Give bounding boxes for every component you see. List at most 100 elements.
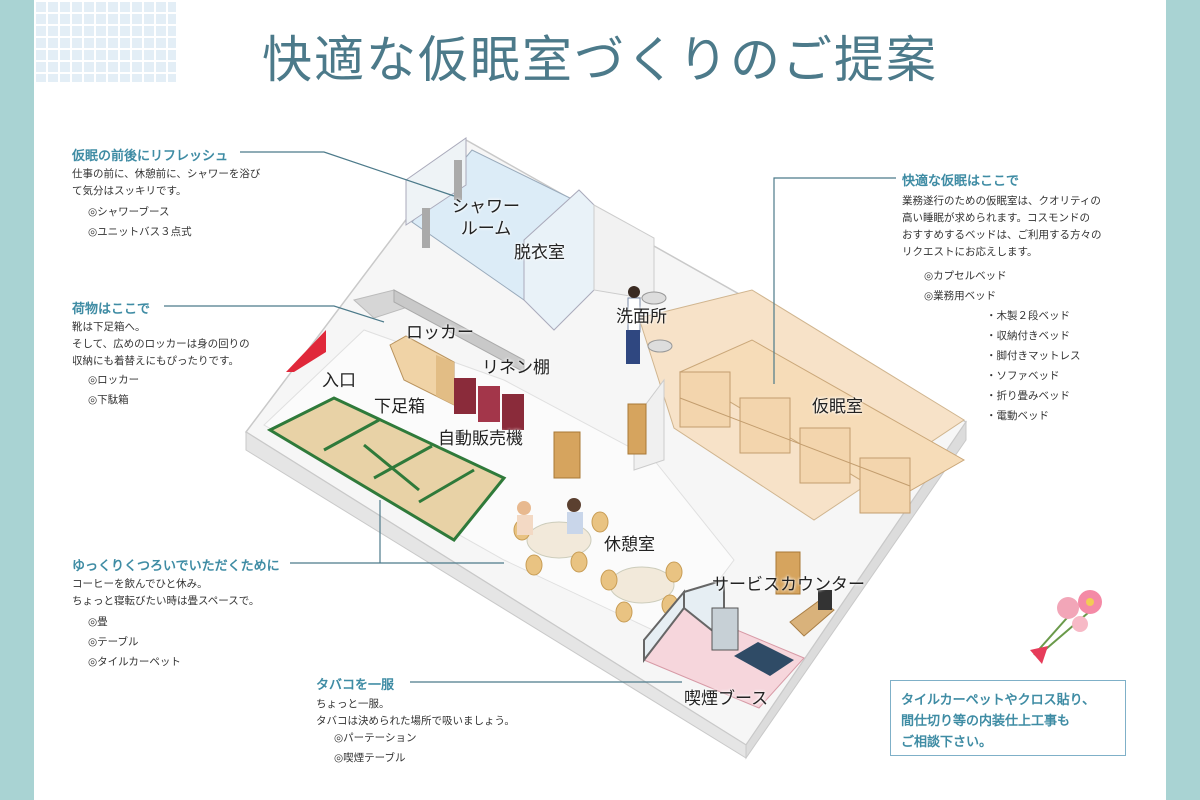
notice-line: 間仕切り等の内装仕上工事も <box>901 714 1071 729</box>
desc-line: 仕事の前に、休憩前に、シャワーを浴び <box>72 168 261 180</box>
callout-lines <box>164 151 896 683</box>
section-luggage-desc: 靴は下足箱へ。 そして、広めのロッカーは身の回りの 収納にも着替えにもぴったりで… <box>72 319 250 370</box>
desc-line: そして、広めのロッカーは身の回りの <box>72 338 250 350</box>
vending-machine <box>502 394 524 430</box>
section-luggage-items: ◎ロッカー ◎下駄箱 <box>88 370 139 410</box>
desc-line: 業務遂行のための仮眠室は、クオリティの <box>902 195 1101 207</box>
notice-box: タイルカーペットやクロス貼り、 間仕切り等の内装仕上工事も ご相談下さい。 <box>890 680 1126 756</box>
desc-line: 靴は下足箱へ。 <box>72 321 146 333</box>
list-item: ◎パーテーション <box>334 732 417 744</box>
section-tobacco-items: ◎パーテーション ◎喫煙テーブル <box>334 728 416 768</box>
section-refresh-title: 仮眠の前後にリフレッシュ <box>72 149 229 164</box>
tatami-line <box>363 443 420 492</box>
room-label-dressing: 脱衣室 <box>514 243 565 263</box>
section-tobacco-title: タバコを一服 <box>316 678 395 693</box>
desc-line: 収納にも着替えにもぴったりです。 <box>72 355 239 367</box>
list-item: ◎業務用ベッド <box>924 290 997 302</box>
list-item: ◎テーブル <box>88 636 139 648</box>
section-sleep-desc: 業務遂行のための仮眠室は、クオリティの 高い睡眠が求められます。コスモンドの お… <box>902 193 1102 261</box>
smoking-booth-door <box>711 607 739 651</box>
room-label-smoking-booth: 喫煙ブース <box>684 689 769 709</box>
desc-line: 高い睡眠が求められます。コスモンドの <box>902 212 1090 224</box>
list-item: ◎カプセルベッド <box>924 270 1007 282</box>
section-sleep-title: 快適な仮眠はここで <box>902 174 1020 189</box>
sink <box>641 291 667 305</box>
shower-fixture <box>454 160 462 200</box>
room-label-shoe-box: 下足箱 <box>374 397 425 417</box>
room-label-locker: ロッカー <box>406 323 474 343</box>
tatami-line <box>373 444 433 480</box>
section-relax-items: ◎畳 ◎テーブル ◎タイルカーペット <box>88 612 181 672</box>
room-label-lounge: 休憩室 <box>604 535 655 555</box>
list-item: ・電動ベッド <box>986 410 1049 422</box>
person <box>517 501 531 515</box>
list-item: ・収納付きベッド <box>986 330 1070 342</box>
section-refresh-items: ◎シャワーブース ◎ユニットバス３点式 <box>88 202 192 242</box>
list-item: ◎下駄箱 <box>88 394 129 406</box>
section-sleep-sub-items: ・木製２段ベッド ・収納付きベッド ・脚付きマットレス ・ソファベッド ・折り畳… <box>986 306 1081 426</box>
entrance-marker <box>286 330 326 372</box>
section-relax-title: ゆっくりくつろいでいただくために <box>72 559 280 574</box>
section-tobacco-desc: ちょっと一服。 タバコは決められた場所で吸いましょう。 <box>316 696 515 730</box>
shoe-box-side <box>436 355 454 405</box>
person <box>567 512 583 534</box>
section-relax-desc: コーヒーを飲んでひと休み。 ちょっと寝転びたい時は畳スペースで。 <box>72 576 259 610</box>
desc-line: タバコは決められた場所で吸いましょう。 <box>316 715 515 727</box>
room-label-linen: リネン棚 <box>482 358 550 378</box>
page: 快適な仮眠室づくりのご提案 <box>34 0 1166 800</box>
tatami-line <box>323 418 380 452</box>
coffee-machine <box>818 590 832 610</box>
list-item: ◎ユニットバス３点式 <box>88 226 192 238</box>
room-label-line: ルーム <box>460 219 512 239</box>
room-label-nap-room: 仮眠室 <box>812 397 863 417</box>
desc-line: ちょっと寝転びたい時は畳スペースで。 <box>72 595 260 607</box>
person <box>517 515 533 535</box>
capsule-beds <box>678 339 966 514</box>
door <box>775 551 801 595</box>
person <box>628 286 640 298</box>
room-label-vending: 自動販売機 <box>438 429 523 449</box>
door <box>553 431 581 479</box>
list-item: ・ソファベッド <box>986 370 1060 382</box>
shower-fixture <box>422 208 430 248</box>
notice-line: タイルカーペットやクロス貼り、 <box>901 693 1096 708</box>
list-item: ◎畳 <box>88 616 108 628</box>
sink <box>647 339 673 353</box>
room-label-line: シャワー <box>452 197 520 217</box>
room-label-shower: シャワー ルーム <box>452 196 520 240</box>
list-item: ・木製２段ベッド <box>986 310 1070 322</box>
vending-machine <box>478 386 500 422</box>
list-item: ◎シャワーブース <box>88 206 170 218</box>
vending-machine <box>454 378 476 414</box>
desc-line: コーヒーを飲んでひと休み。 <box>72 578 208 590</box>
smoking-bench <box>734 642 794 676</box>
desc-line: ちょっと一服。 <box>316 698 390 710</box>
list-item: ◎タイルカーペット <box>88 656 181 668</box>
desc-line: おすすめするベッドは、ご利用する方々の <box>902 229 1102 241</box>
partition-wall <box>593 204 655 301</box>
section-luggage-title: 荷物はここで <box>72 302 151 317</box>
shower-wall <box>405 137 467 226</box>
person <box>567 498 581 512</box>
tatami-line <box>418 468 475 504</box>
desc-line: て気分はスッキリです。 <box>72 185 187 197</box>
list-item: ・脚付きマットレス <box>986 350 1081 362</box>
list-item: ・折り畳みベッド <box>986 390 1070 402</box>
notice-line: ご相談下さい。 <box>901 735 993 750</box>
person <box>626 330 640 364</box>
door <box>627 403 647 455</box>
grid-decoration <box>34 0 176 82</box>
room-label-washroom: 洗面所 <box>616 307 667 327</box>
list-item: ◎ロッカー <box>88 374 140 386</box>
flower-decoration <box>1030 590 1102 664</box>
room-label-service-counter: サービスカウンター <box>712 575 865 595</box>
section-sleep-items: ◎カプセルベッド ◎業務用ベッド <box>924 266 1007 306</box>
desc-line: リクエストにお応えします。 <box>902 246 1038 258</box>
locker-shelf <box>393 289 525 373</box>
section-refresh-desc: 仕事の前に、休憩前に、シャワーを浴び て気分はスッキリです。 <box>72 166 260 200</box>
floor-slab-edge-right <box>745 420 967 760</box>
room-label-entrance: 入口 <box>322 371 356 391</box>
page-title: 快適な仮眠室づくりのご提案 <box>262 31 938 89</box>
list-item: ◎喫煙テーブル <box>334 752 406 764</box>
tatami-area <box>266 396 507 542</box>
